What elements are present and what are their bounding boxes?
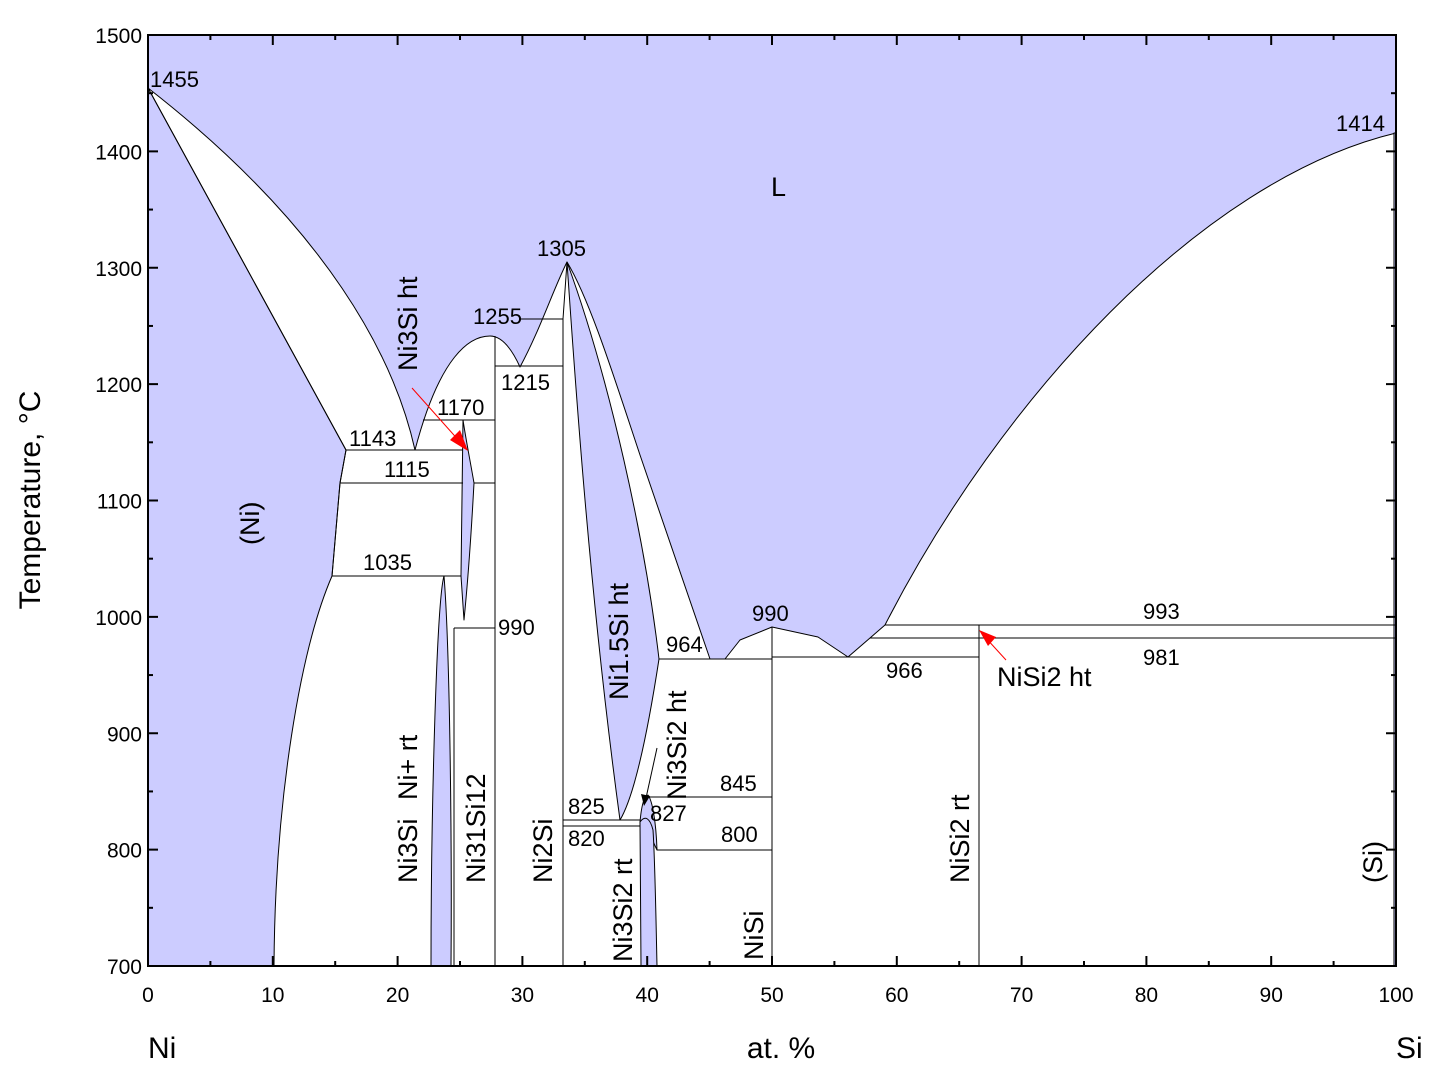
x-tick-label: 60	[885, 984, 908, 1007]
temp-label-1305: 1305	[537, 236, 586, 261]
y-tick-label: 900	[107, 723, 142, 746]
temp-label-1170: 1170	[437, 395, 484, 420]
x-tick-label: 80	[1135, 984, 1158, 1007]
x-tick-label: 10	[261, 984, 284, 1007]
temp-label-981: 981	[1143, 645, 1180, 670]
temp-label-845: 845	[720, 771, 757, 796]
ni3si2-ht-arrow-head	[641, 794, 650, 806]
phase-label-nisi2-ht: NiSi2 ht	[997, 662, 1092, 692]
phase-label-ni3si2-rt: Ni3Si2 rt	[608, 858, 638, 962]
ni-solid-solution-region	[147, 87, 347, 967]
phase-label-ni31si12: Ni31Si12	[461, 773, 491, 883]
y-tick-label: 800	[107, 840, 142, 863]
ni-solidus-line	[147, 87, 347, 451]
ni15si-ht-region	[566, 261, 660, 821]
temp-label-1115: 1115	[384, 457, 430, 482]
phase-label-ni3si-ht: Ni3Si ht	[393, 276, 423, 371]
x-tick-label: 40	[636, 984, 659, 1007]
temp-label-800: 800	[721, 822, 758, 847]
x-tick-label: 0	[142, 984, 154, 1007]
phase-label-ni-plus-rt: Ni+ rt	[393, 734, 423, 800]
x-tick-label: 90	[1260, 984, 1283, 1007]
ni3si2-ht-arrow-line	[645, 747, 658, 799]
y-tick-label: 1000	[95, 607, 142, 630]
phase-label-nisi2-rt: NiSi2 rt	[945, 794, 975, 883]
temp-label-1455: 1455	[150, 67, 199, 92]
x-axis-title: at. %	[747, 1032, 815, 1065]
ni3si-ht-arrow-head	[450, 430, 468, 451]
phase-label-liquid: L	[771, 172, 786, 202]
temp-label-966: 966	[886, 658, 923, 683]
y-tick-label: 700	[107, 956, 142, 979]
x-tick-label: 70	[1010, 984, 1033, 1007]
temp-label-1143: 1143	[349, 426, 396, 451]
y-tick-label: 1300	[95, 258, 142, 281]
x-tick-label: 20	[386, 984, 409, 1007]
phase-label-ni15si-ht: Ni1.5Si ht	[604, 582, 634, 700]
y-axis-title: Temperature, °C	[14, 391, 47, 610]
y-tick-label: 1400	[95, 141, 142, 164]
phase-label-nisi: NiSi	[739, 910, 769, 960]
temp-label-1255: 1255	[473, 304, 522, 329]
temp-label-827: 827	[650, 801, 687, 826]
temp-label-825: 825	[568, 794, 605, 819]
temp-label-820: 820	[568, 826, 605, 851]
y-tick-label: 1200	[95, 374, 142, 397]
temp-label-993: 993	[1143, 599, 1180, 624]
temp-label-964: 964	[666, 632, 703, 657]
axis-ticks: 0 10 20 30 40 50 60 70 80 90 100 700 800 900 1000 1100 1…	[95, 25, 1413, 1007]
phase-label-ni3si2-ht: Ni3Si2 ht	[662, 690, 692, 800]
ni3si2-rt-region	[639, 817, 658, 967]
temp-label-1414: 1414	[1336, 111, 1385, 136]
x-tick-label: 50	[760, 984, 783, 1007]
ni3si-ht-arrow-line	[411, 387, 462, 444]
x-tick-label: 100	[1378, 984, 1413, 1007]
temp-label-1035: 1035	[363, 550, 412, 575]
phase-label-ni-ss: (Ni)	[235, 502, 265, 545]
ni2si-right-line	[562, 261, 568, 966]
phase-label-ni2si: Ni2Si	[528, 818, 558, 883]
liquid-region	[147, 34, 1397, 660]
ni3si-rt-region	[430, 575, 452, 967]
y-tick-label: 1500	[95, 25, 142, 48]
phase-label-si-ss: (Si)	[1358, 841, 1388, 883]
phase-label-ni3si-rt: Ni3Si	[393, 818, 423, 883]
component-right-label: Si	[1396, 1032, 1423, 1065]
y-tick-label: 1100	[97, 491, 142, 514]
nisi2-ht-arrow-head	[979, 630, 996, 646]
x-tick-label: 30	[511, 984, 534, 1007]
ni3si-ht-region	[460, 419, 475, 621]
temp-label-1215: 1215	[501, 370, 550, 395]
temp-label-990-left: 990	[498, 615, 535, 640]
component-left-label: Ni	[148, 1032, 176, 1065]
temp-label-990-right: 990	[752, 601, 789, 626]
